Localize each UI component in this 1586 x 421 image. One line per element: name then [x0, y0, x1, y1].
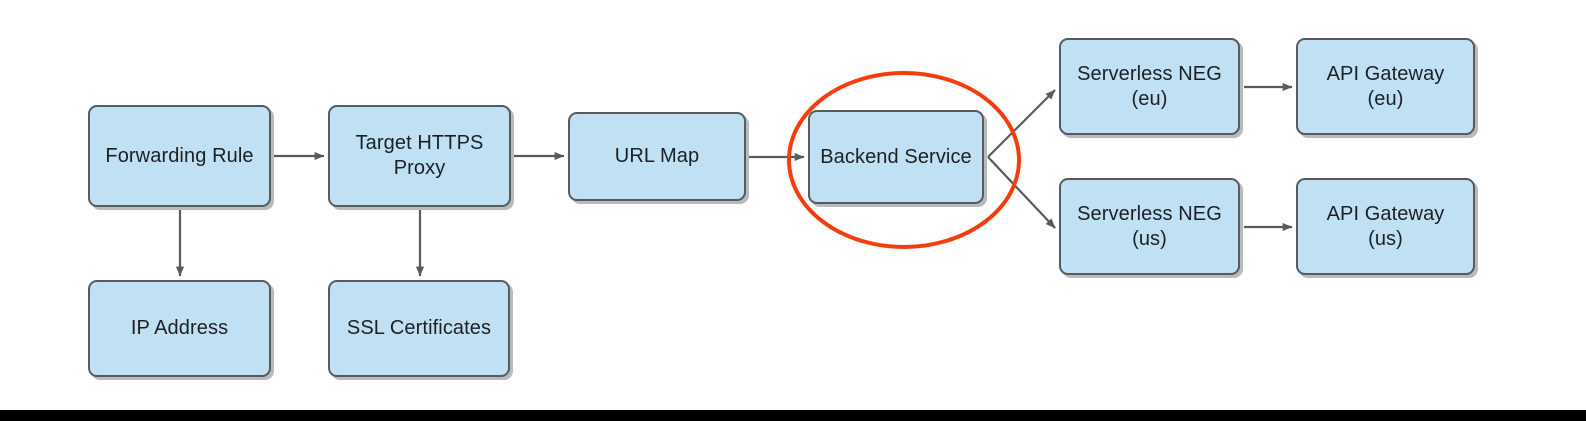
node-label-ip-address: IP Address: [130, 317, 229, 339]
node-forwarding-rule[interactable]: Forwarding Rule: [88, 105, 271, 207]
node-label-serverless-neg-us: Serverless NEG (us): [1077, 202, 1222, 250]
node-label-api-gateway-us: API Gateway (us): [1326, 202, 1445, 250]
node-target-https-proxy[interactable]: Target HTTPS Proxy: [328, 105, 511, 207]
node-serverless-neg-eu[interactable]: Serverless NEG (eu): [1059, 38, 1240, 135]
edge-backend-service-to-serverless-neg-us: [987, 156, 1056, 229]
node-label-api-gateway-eu: API Gateway (eu): [1326, 62, 1445, 110]
node-url-map[interactable]: URL Map: [568, 112, 746, 201]
bottom-bar: [0, 410, 1586, 421]
node-ip-address[interactable]: IP Address: [88, 280, 271, 377]
node-label-url-map: URL Map: [614, 145, 700, 167]
node-label-target-https-proxy: Target HTTPS Proxy: [355, 132, 484, 179]
node-label-serverless-neg-eu: Serverless NEG (eu): [1077, 62, 1222, 110]
node-serverless-neg-us[interactable]: Serverless NEG (us): [1059, 178, 1240, 275]
node-ssl-certificates[interactable]: SSL Certificates: [328, 280, 510, 377]
node-label-forwarding-rule: Forwarding Rule: [105, 144, 254, 167]
edge-backend-service-to-serverless-neg-eu: [987, 89, 1056, 158]
node-backend-service[interactable]: Backend Service: [808, 110, 984, 204]
node-label-backend-service: Backend Service: [820, 145, 972, 168]
node-api-gateway-us[interactable]: API Gateway (us): [1296, 178, 1475, 275]
node-label-ssl-certificates: SSL Certificates: [346, 317, 492, 339]
node-api-gateway-eu[interactable]: API Gateway (eu): [1296, 38, 1475, 135]
